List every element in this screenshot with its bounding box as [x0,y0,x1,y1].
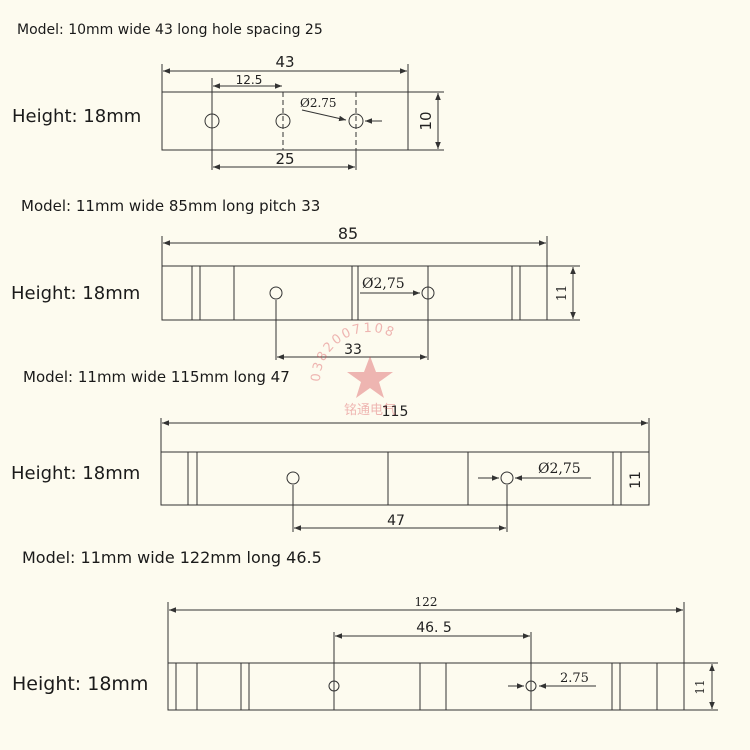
drawing-4-body [167,662,685,711]
drawing-2-spacing-label: 33 [344,342,362,358]
drawing-1-width-label: 10 [417,111,435,130]
watermark-text: 铭通电气 [344,402,396,418]
drawing-3-hole-1 [286,471,300,485]
model-2-title: Model: 11mm wide 85mm long pitch 33 [21,197,321,215]
drawing-3-body [160,451,650,506]
drawing-4-width-label: 11 [693,679,707,694]
drawing-1-spacing-label: 25 [275,150,294,168]
model-1-height: Height: 18mm [12,106,142,127]
drawing-3-width-label: 11 [628,471,644,489]
drawing-2 [161,236,580,360]
drawing-1-offset-label: 12.5 [236,73,263,87]
drawing-2-width-label: 11 [555,285,570,302]
model-1-title: Model: 10mm wide 43 long hole spacing 25 [17,22,323,38]
drawing-4-hole-label: 2.75 [560,671,589,686]
model-4-title: Model: 11mm wide 122mm long 46.5 [22,548,322,567]
watermark-seal: 0382007108 铭通电气 [309,321,396,418]
model-4-height: Height: 18mm [12,673,149,695]
drawing-2-body [161,265,548,321]
drawing-2-hole-label: Ø2,75 [362,276,405,292]
model-3-title: Model: 11mm wide 115mm long 47 [23,368,290,386]
drawing-1 [161,64,444,170]
drawing-2-length-label: 85 [338,224,358,243]
drawing-3-hole-label: Ø2,75 [538,461,581,477]
drawing-3 [160,418,650,532]
drawing-1-body [161,91,409,151]
model-2-height: Height: 18mm [11,283,141,304]
drawing-4-spacing-label: 46. 5 [416,620,452,636]
drawing-3-hole-2 [500,471,514,485]
drawing-1-hole-label: Ø2.75 [300,96,337,110]
drawing-3-length-label: 115 [382,404,409,420]
star-icon [347,356,393,398]
drawing-4-length-label: 122 [415,595,438,609]
drawing-2-hole-2 [421,286,435,300]
drawing-1-length-label: 43 [275,53,294,71]
drawing-2-hole-1 [269,286,283,300]
drawing-4 [167,602,718,711]
model-3-height: Height: 18mm [11,463,141,484]
drawing-3-spacing-label: 47 [387,513,405,529]
